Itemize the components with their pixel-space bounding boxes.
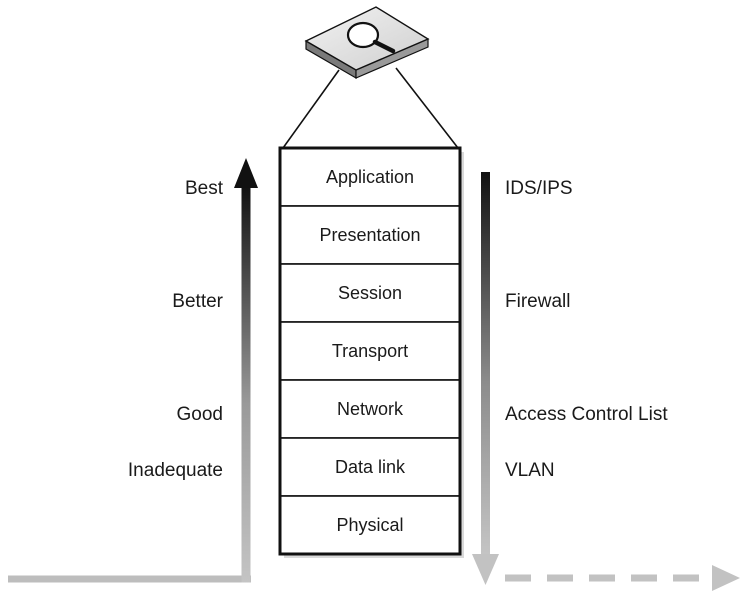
effectiveness-arrow-shaft	[241, 186, 251, 583]
osi-layer-label: Physical	[336, 515, 403, 535]
label-better: Better	[172, 291, 223, 312]
label-vlan: VLAN	[505, 460, 555, 481]
label-access-control-list: Access Control List	[505, 404, 668, 425]
osi-layer-label: Data link	[335, 457, 406, 477]
osi-layer-box	[279, 321, 461, 381]
osi-layer-box	[279, 379, 461, 439]
osi-layer-box	[279, 205, 461, 265]
osi-layer-box	[279, 437, 461, 497]
osi-stack: ApplicationPresentationSessionTransportN…	[278, 146, 464, 558]
osi-layer-label: Transport	[332, 341, 408, 361]
effectiveness-arrow-head	[234, 158, 258, 188]
label-inadequate: Inadequate	[128, 460, 223, 481]
control-arrow-head	[472, 554, 499, 585]
funnel-line-left	[282, 69, 340, 149]
label-good: Good	[177, 404, 223, 425]
label-best: Best	[185, 178, 224, 199]
osi-stack-border	[278, 146, 462, 556]
magnifying-glass-icon	[304, 6, 430, 80]
funnel-line-right	[395, 67, 459, 149]
osi-layer-label: Application	[326, 167, 414, 187]
control-arrow-shaft	[481, 172, 490, 554]
osi-layer-box	[279, 263, 461, 323]
label-ids-ips: IDS/IPS	[505, 178, 573, 199]
label-firewall: Firewall	[505, 291, 570, 312]
osi-layer-label: Presentation	[319, 225, 420, 245]
dashed-continuation-arrow	[505, 565, 740, 591]
osi-layer-label: Session	[338, 283, 402, 303]
osi-layer-label: Network	[337, 399, 404, 419]
